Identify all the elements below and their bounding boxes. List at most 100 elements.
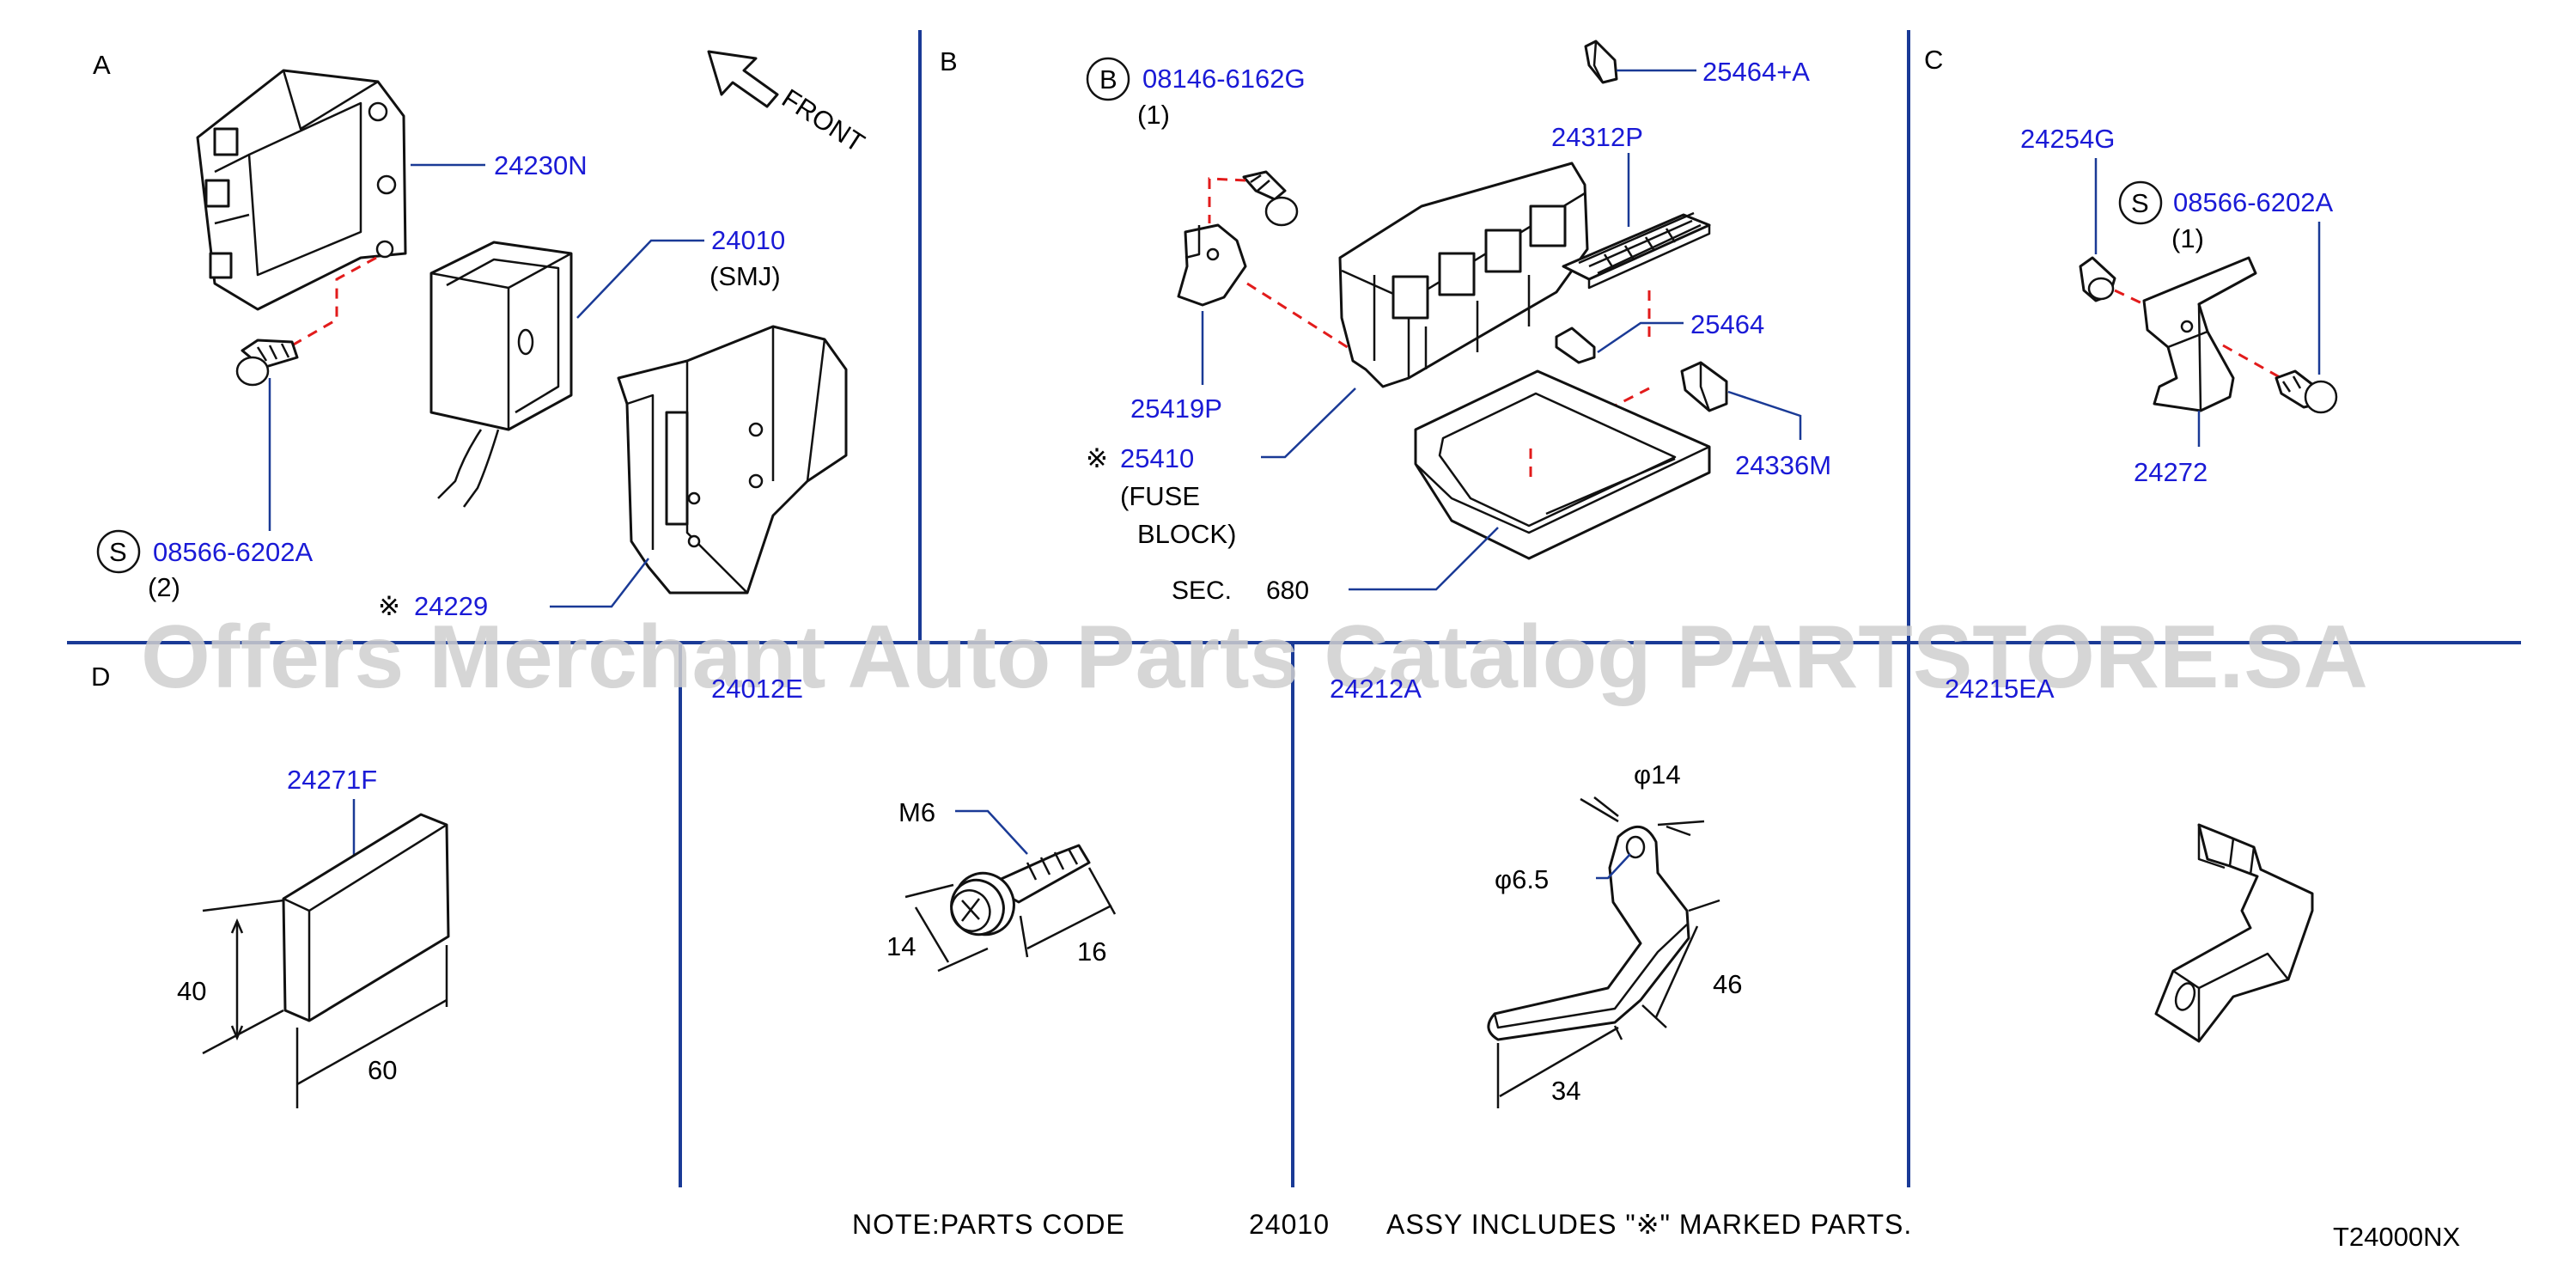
- bracket-24212a-drawing: [1487, 825, 1690, 1041]
- dimension-16: [1019, 867, 1117, 958]
- smj-label: (SMJ): [709, 261, 781, 291]
- ref-mark-24229: ※: [378, 591, 400, 621]
- section-24212a: 24212A φ14 φ6.5 46 34: [1330, 674, 1742, 1108]
- dashed-leader-a: [291, 256, 377, 347]
- part-number-25419p[interactable]: 25419P: [1130, 393, 1222, 424]
- pad-24271f-drawing: [282, 813, 450, 1022]
- part-number-24229[interactable]: 24229: [414, 591, 488, 621]
- section-a: FRONT 24230N S 08566-6202A (2): [96, 50, 870, 621]
- leader-phi65: [1596, 853, 1631, 880]
- fuse-puller-24312p-drawing: [1562, 211, 1711, 290]
- dimension-46: [1641, 899, 1720, 1028]
- part-number-24010[interactable]: 24010: [711, 225, 785, 255]
- section-label-b: B: [940, 46, 958, 76]
- part-number-24272[interactable]: 24272: [2134, 457, 2208, 487]
- part-number-24336m[interactable]: 24336M: [1735, 450, 1831, 480]
- b-marker: B: [1099, 64, 1117, 95]
- dimension-label-phi14: φ14: [1634, 760, 1681, 790]
- bolt-b-icon: [1242, 170, 1299, 227]
- fuse-24336m-icon: [1680, 361, 1728, 412]
- dimension-phi14: [1580, 796, 1705, 837]
- drawing-id: T24000NX: [2333, 1222, 2461, 1252]
- dimension-label-14: 14: [886, 931, 916, 961]
- dimension-label-phi65: φ6.5: [1495, 864, 1549, 894]
- dimension-label-46: 46: [1713, 969, 1742, 999]
- part-number-24271f[interactable]: 24271F: [287, 765, 377, 795]
- s-marker-a: S: [109, 537, 127, 567]
- b-marker-circle: [1086, 57, 1130, 101]
- part-number-08146-6162g[interactable]: 08146-6162G: [1142, 64, 1306, 94]
- fuse-25464-icon: [1555, 326, 1596, 364]
- part-number-24312p[interactable]: 24312P: [1551, 122, 1643, 152]
- part-number-25464a[interactable]: 25464+A: [1702, 57, 1810, 87]
- dimension-label-34: 34: [1551, 1076, 1580, 1106]
- sec-link-680[interactable]: 680: [1266, 576, 1309, 605]
- dimension-label-16: 16: [1077, 936, 1106, 967]
- section-label-c: C: [1924, 45, 1943, 75]
- watermark: Offers Merchant Auto Parts Catalog PARTS…: [141, 607, 2368, 707]
- s-marker-circle-c: [2118, 180, 2163, 225]
- part-number-08566-6202a-c[interactable]: 08566-6202A: [2173, 187, 2333, 217]
- fuse-block-drawing: [1338, 162, 1589, 388]
- leader-sec-680: [1349, 527, 1499, 591]
- section-label-d: D: [91, 662, 110, 692]
- section-c: 24254G S 08566-6202A (1) 24272: [2020, 124, 2338, 487]
- note-code-24010[interactable]: 24010: [1249, 1209, 1330, 1240]
- dashed-leader-b2: [1246, 282, 1356, 354]
- section-label-a: A: [93, 50, 111, 80]
- s-marker-circle-a: [96, 529, 141, 574]
- leader-24010: [576, 239, 704, 319]
- part-number-24212a[interactable]: 24212A: [1330, 674, 1422, 704]
- dashed-leader-b1: [1208, 177, 1246, 223]
- leader-25464: [1597, 321, 1684, 354]
- clip-24254g-icon: [2079, 256, 2116, 302]
- bolt-icon: [235, 339, 299, 387]
- m6-label: M6: [898, 797, 935, 827]
- bracket-24230n-drawing: [196, 69, 407, 311]
- section-24012e: 24012E M6 14 16: [711, 674, 1117, 973]
- front-arrow-icon: [707, 50, 779, 108]
- part-number-25410[interactable]: 25410: [1120, 443, 1194, 473]
- bolt-c-icon: [2275, 369, 2338, 414]
- note-prefix: NOTE:PARTS CODE: [852, 1209, 1125, 1240]
- bracket-24272-drawing: [2142, 256, 2257, 412]
- dimension-14-bolt: [904, 883, 989, 973]
- part-number-24012e[interactable]: 24012E: [711, 674, 803, 704]
- leader-24229: [550, 558, 649, 608]
- part-number-24254g[interactable]: 24254G: [2020, 124, 2115, 154]
- quantity-b: (1): [1137, 100, 1170, 130]
- fuse-label: (FUSE: [1120, 481, 1200, 511]
- quantity-a: (2): [148, 572, 180, 602]
- bracket-24215ea-drawing: [2154, 823, 2314, 1043]
- section-grid: [67, 30, 2521, 1187]
- tray-sec-680-drawing: [1414, 369, 1711, 560]
- module-24010-drawing: [429, 241, 573, 508]
- front-label: FRONT: [776, 83, 870, 159]
- fuse-25464a-icon: [1584, 40, 1618, 84]
- bolt-24012e-drawing: [950, 844, 1091, 936]
- leader-m6: [955, 809, 1028, 855]
- note-suffix: ASSY INCLUDES "※" MARKED PARTS.: [1386, 1209, 1912, 1240]
- dimension-34: [1496, 1025, 1623, 1108]
- section-24215ea: 24215EA: [1945, 674, 2314, 1043]
- leader-25410: [1261, 387, 1356, 459]
- dimension-label-40: 40: [177, 976, 206, 1006]
- part-number-08566-6202a-a[interactable]: 08566-6202A: [153, 537, 313, 567]
- block-label: BLOCK): [1137, 519, 1236, 549]
- ref-mark-25410: ※: [1086, 443, 1108, 473]
- sec-label: SEC.: [1172, 576, 1232, 605]
- dimension-label-60: 60: [368, 1055, 397, 1085]
- s-marker-c: S: [2131, 188, 2149, 218]
- part-number-24215ea[interactable]: 24215EA: [1945, 674, 2055, 704]
- dimension-60: [295, 945, 448, 1108]
- part-number-24230n[interactable]: 24230N: [494, 150, 588, 180]
- bracket-24229-drawing: [617, 325, 848, 595]
- quantity-c: (1): [2171, 223, 2204, 253]
- bracket-25419p-drawing: [1177, 223, 1247, 307]
- section-b: B 08146-6162G (1) 25419P: [1086, 40, 1831, 605]
- part-number-25464[interactable]: 25464: [1690, 309, 1764, 339]
- section-d: 24271F 40 60: [177, 765, 450, 1108]
- dimension-40: [202, 899, 284, 1055]
- leader-24336m: [1727, 390, 1802, 440]
